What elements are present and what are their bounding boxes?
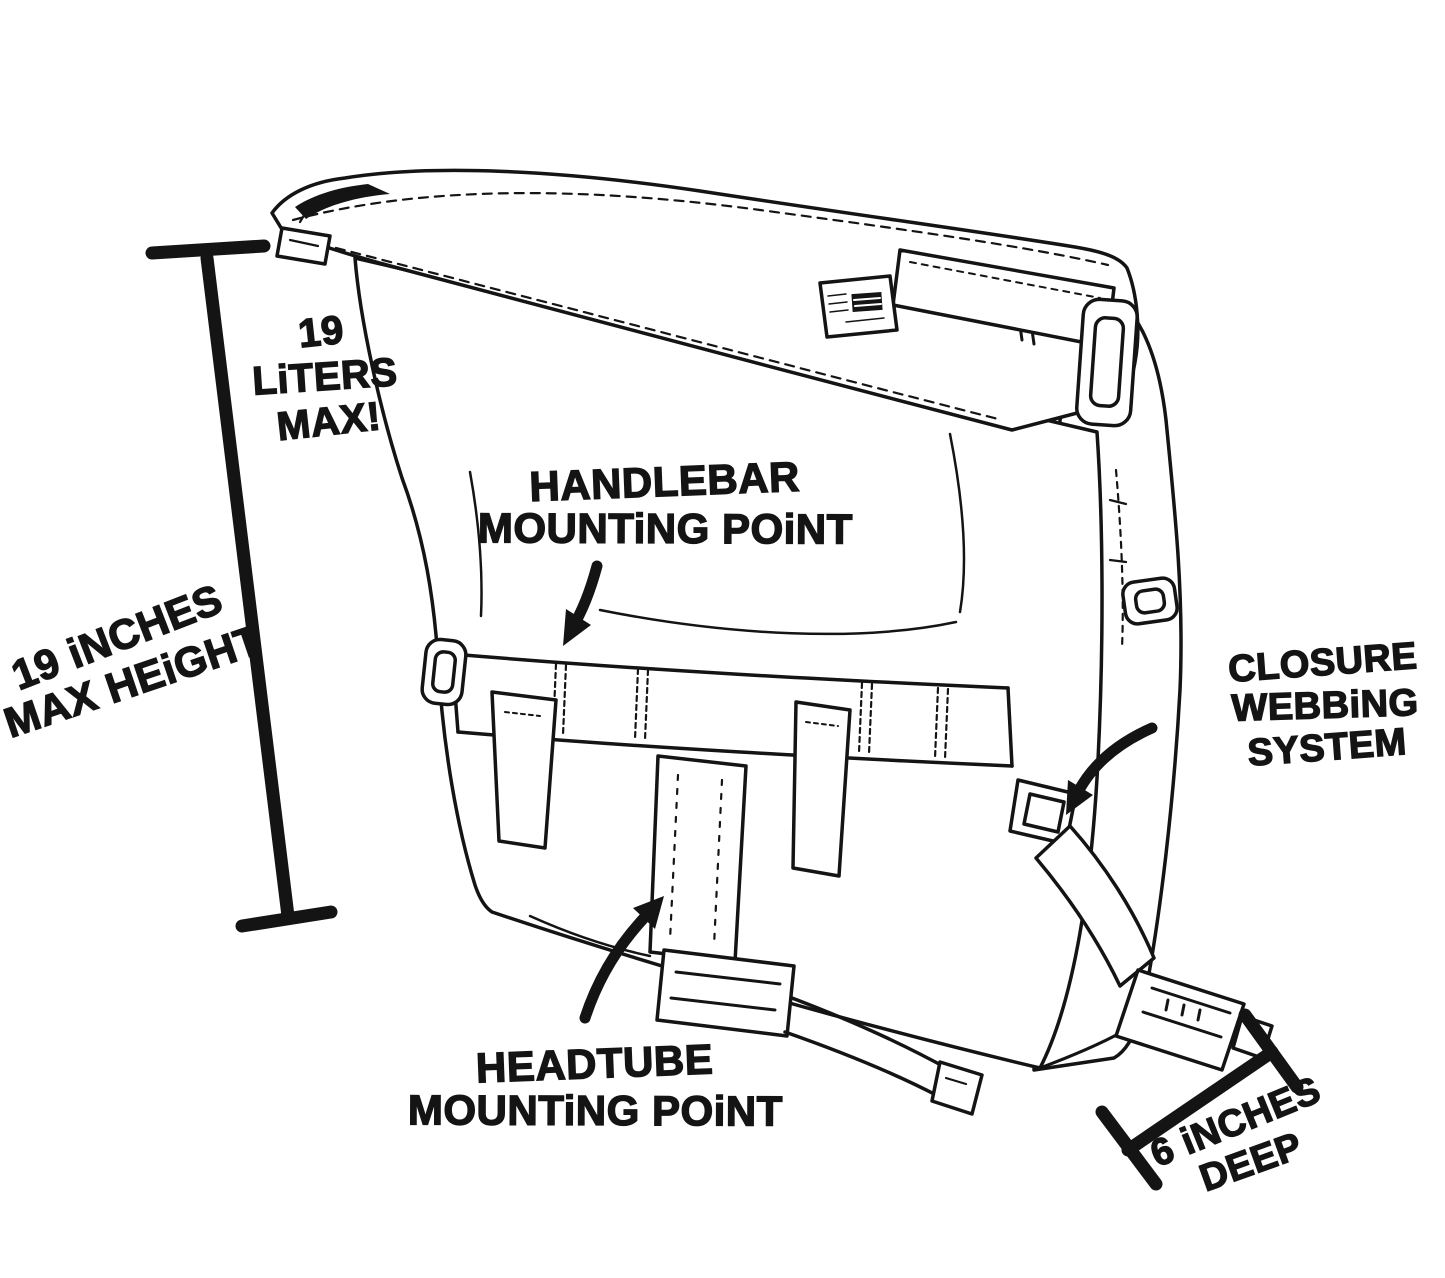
headtube-mount-label-line: HEADTUBE <box>474 1035 715 1092</box>
handlebar-mount-label: HANDLEBAR MOUNTiNG POiNT <box>459 452 871 555</box>
handlebar-arrow-icon <box>563 560 603 646</box>
capacity-label: 19 LiTERS MAX! <box>220 302 431 453</box>
handlebar-mount-label-line: HANDLEBAR <box>528 452 802 511</box>
closure-webbing-label: CLOSURE WEBBiNG SYSTEM <box>1222 634 1428 775</box>
closure-arrow-icon <box>1066 722 1158 815</box>
depth-dimension-line <box>1095 1008 1304 1191</box>
handlebar-mount-label-line: MOUNTiNG POiNT <box>477 504 853 554</box>
headtube-mount-label-line: MOUNTiNG POiNT <box>407 1086 783 1136</box>
messenger-bag-illustration <box>270 168 1274 1116</box>
headtube-mount-label: HEADTUBE MOUNTiNG POiNT <box>389 1035 801 1137</box>
height-dimension-line <box>145 239 338 933</box>
headtube-arrow-icon <box>579 896 664 1024</box>
